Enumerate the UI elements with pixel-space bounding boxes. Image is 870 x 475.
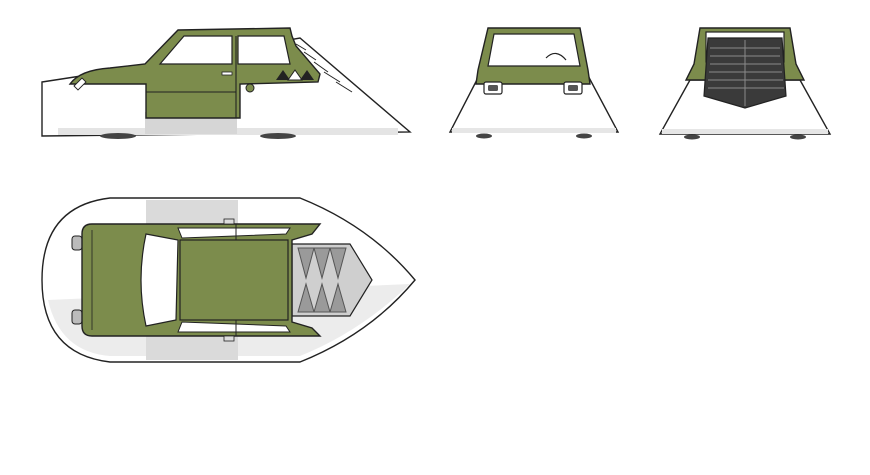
rear-view (658, 27, 832, 140)
badge-triangle-icon (276, 70, 290, 80)
front-wiper (545, 52, 567, 61)
front-view (448, 27, 620, 139)
top-roof (179, 239, 289, 321)
side-badge (276, 69, 314, 81)
side-door-handle (221, 71, 233, 76)
top-windshield (140, 233, 179, 327)
top-side-window-lower (177, 321, 291, 333)
top-side-window-upper (177, 227, 291, 239)
front-left-wheel (476, 133, 492, 139)
badge-triangle-icon (287, 69, 303, 81)
rear-vent-slats (708, 40, 784, 106)
top-light-lower (71, 309, 83, 325)
side-view (41, 27, 412, 139)
front-shell-shadow (452, 128, 616, 133)
rear-right-wheel (790, 134, 806, 140)
front-headlight-left (483, 81, 503, 95)
front-windshield (487, 33, 581, 67)
rear-shell-shadow (662, 129, 828, 134)
top-vent-slats (297, 247, 347, 313)
top-mirror-upper (223, 218, 235, 225)
rear-left-wheel (684, 134, 700, 140)
side-rear-window (237, 35, 291, 65)
side-front-wheel (100, 133, 136, 139)
top-mirror-lower (223, 335, 235, 342)
front-right-wheel (576, 133, 592, 139)
side-rear-wheel (260, 133, 296, 139)
top-view (41, 197, 416, 363)
side-headlight (73, 77, 87, 91)
top-door-panel-right (146, 336, 238, 360)
front-headlight-right (563, 81, 583, 95)
side-fuel-cap (245, 83, 255, 93)
top-door-panel-left (146, 200, 238, 224)
side-front-window (158, 35, 233, 65)
top-light-upper (71, 235, 83, 251)
side-rear-vents (295, 43, 353, 93)
badge-triangle-icon (300, 70, 314, 80)
